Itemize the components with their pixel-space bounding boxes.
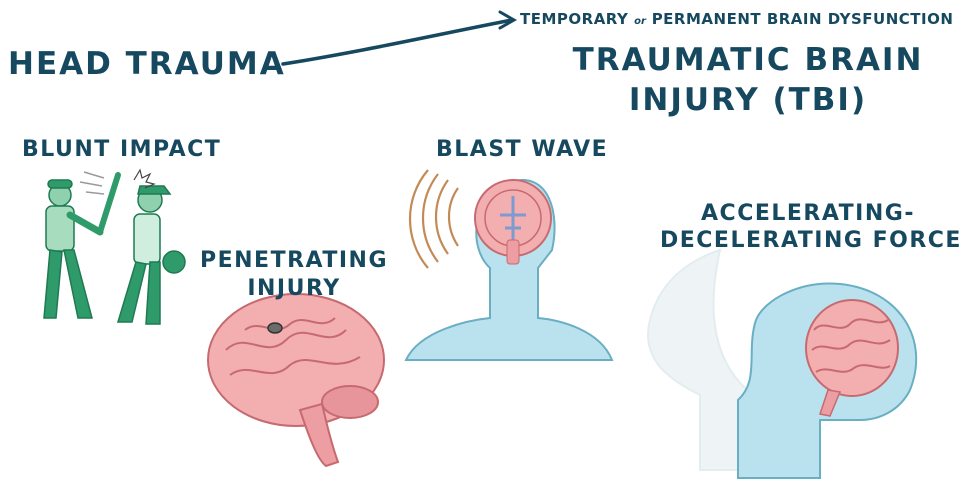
blunt-impact-label: BLUNT IMPACT (22, 137, 221, 162)
blast-wave-label: BLAST WAVE (436, 137, 608, 162)
tbi-title-line2: INJURY (TBI) (560, 82, 936, 118)
tbi-title-line1: TRAUMATIC BRAIN (560, 42, 936, 78)
accel-decel-line2: DECELERATING FORCE (660, 228, 956, 253)
blast-wave-head-icon (406, 170, 612, 360)
accel-decel-head-icon (648, 250, 916, 478)
penetrating-brain-icon (208, 294, 384, 466)
penetrating-injury-line1: PENETRATING (195, 248, 393, 273)
dysfunction-note-permanent: PERMANENT BRAIN DYSFUNCTION (652, 10, 954, 28)
accel-decel-line1: ACCELERATING- (660, 201, 956, 226)
dysfunction-note-temporary: TEMPORARY (520, 10, 628, 28)
blunt-impact-figures-icon (44, 170, 185, 324)
dysfunction-note-or: or (634, 16, 646, 27)
head-trauma-label: HEAD TRAUMA (8, 46, 286, 82)
trauma-arrow (283, 20, 512, 64)
dysfunction-note: TEMPORARY or PERMANENT BRAIN DYSFUNCTION (520, 10, 953, 28)
penetrating-injury-line2: INJURY (195, 276, 393, 301)
